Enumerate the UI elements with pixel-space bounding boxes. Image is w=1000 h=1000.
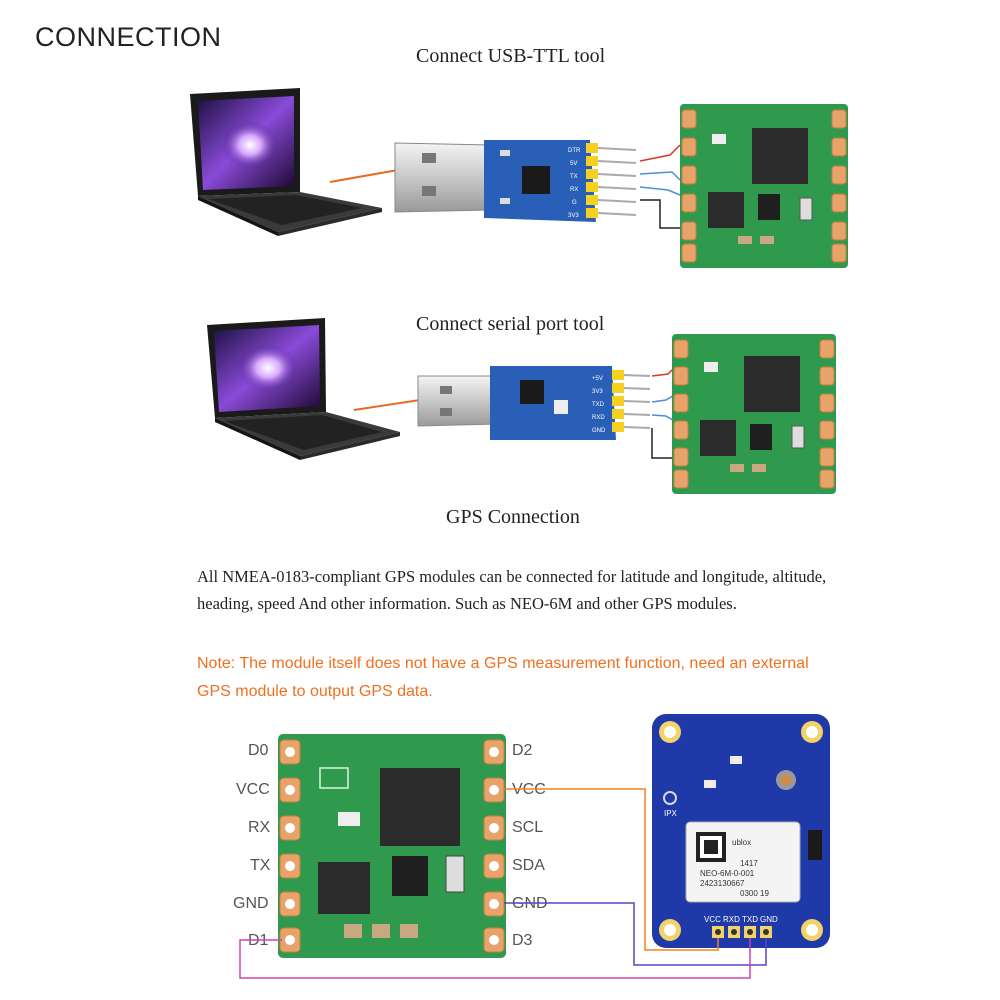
laptop-1 [190, 88, 382, 236]
sensor-module-3 [278, 734, 506, 958]
svg-text:TXD: TXD [592, 402, 605, 408]
gps-chip-text-2: NEO-6M-0-001 [700, 869, 755, 878]
sensor-module-1 [680, 104, 848, 268]
svg-text:RX: RX [570, 187, 578, 193]
pin-label-d2: D2 [512, 742, 533, 759]
sensor-module-2 [672, 334, 836, 494]
gps-pin-txd: TXD [742, 915, 758, 924]
pin-label-d0: D0 [248, 742, 269, 759]
wire-vcc [504, 788, 719, 951]
svg-text:DTR: DTR [568, 148, 581, 154]
svg-text:G: G [572, 200, 577, 206]
pin-label-rx: RX [248, 819, 271, 836]
gps-pin-gnd: GND [760, 915, 778, 924]
svg-text:GND: GND [592, 428, 606, 434]
gps-chip-text-5: 0300 19 [740, 889, 769, 898]
svg-text:5V: 5V [570, 161, 577, 167]
svg-text:TX: TX [570, 174, 578, 180]
description-paragraph: All NMEA-0183-compliant GPS modules can … [197, 567, 827, 613]
pin-label-gnd-left: GND [233, 895, 269, 912]
serial-port-adapter: +5V 3V3 TXD RXD GND [417, 366, 651, 440]
gps-pin-rxd: RXD [723, 915, 740, 924]
caption-usb-ttl: Connect USB-TTL tool [416, 45, 606, 67]
caption-gps-connection: GPS Connection [446, 506, 580, 528]
gps-module: ublox NEO-6M-0-001 2423130667 1417 0300 … [652, 714, 830, 948]
svg-text:3V3: 3V3 [568, 213, 579, 219]
caption-serial-tool: Connect serial port tool [416, 313, 605, 335]
pin-label-sda: SDA [512, 857, 545, 874]
laptop-2 [207, 318, 400, 460]
gps-chip-text-3: 2423130667 [700, 879, 745, 888]
wire-d1-txd [239, 938, 751, 979]
usb-ttl-adapter: DTR 5V TX RX G 3V3 [394, 140, 637, 222]
gps-ipx-label: IPX [664, 809, 678, 818]
gps-chip-text-4: 1417 [740, 859, 758, 868]
pin-label-scl: SCL [512, 819, 544, 836]
svg-text:RXD: RXD [592, 415, 605, 421]
note-text: Note: The module itself does not have a … [197, 655, 809, 700]
gps-pin-vcc: VCC [704, 915, 721, 924]
gps-chip-text-1: ublox [732, 838, 751, 847]
pin-label-vcc-left: VCC [236, 781, 270, 798]
wire-gnd [504, 902, 767, 966]
page-heading: CONNECTION [35, 22, 222, 52]
pin-label-tx: TX [250, 857, 271, 874]
svg-text:3V3: 3V3 [592, 389, 603, 395]
svg-text:+5V: +5V [592, 376, 603, 382]
pin-label-d3: D3 [512, 932, 533, 949]
